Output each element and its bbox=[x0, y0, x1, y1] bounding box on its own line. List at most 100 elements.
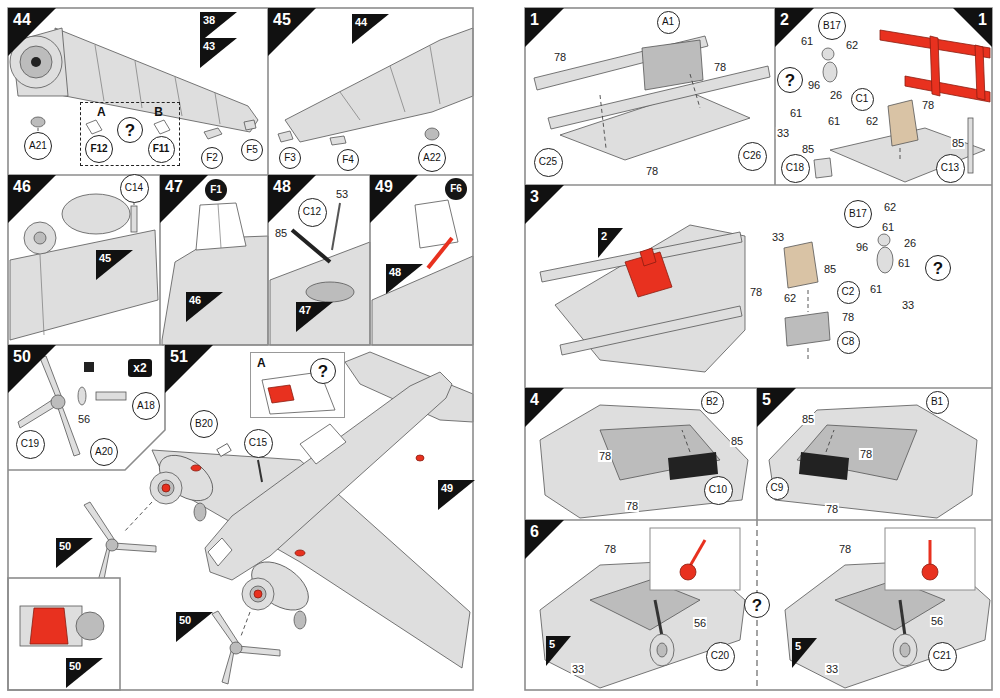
callout-number-text: 26 bbox=[829, 89, 843, 101]
step-triangle bbox=[8, 345, 56, 393]
aircraft-illustration bbox=[208, 538, 232, 566]
step-reference: 45 bbox=[96, 250, 133, 280]
step-reference: 50 bbox=[66, 658, 103, 688]
part-number: C20 bbox=[706, 642, 735, 671]
reference-flag bbox=[296, 302, 333, 332]
callout-number-text: 78 bbox=[838, 543, 852, 555]
aircraft-illustration bbox=[217, 444, 231, 457]
part-number-text: F2 bbox=[206, 153, 218, 163]
part-number-text: B17 bbox=[849, 209, 867, 219]
aircraft-illustration bbox=[150, 472, 182, 504]
step-number-text: 3 bbox=[530, 189, 539, 205]
part-number-text: F12 bbox=[90, 144, 107, 154]
gear-illustration bbox=[885, 528, 975, 590]
callout-number-text: 78 bbox=[825, 503, 839, 515]
part-number: A1 bbox=[657, 11, 680, 34]
callout-number: 33 bbox=[771, 227, 785, 245]
propeller-illustration bbox=[78, 387, 86, 405]
option-marker-text: ? bbox=[785, 72, 795, 89]
propeller-illustration bbox=[96, 392, 126, 400]
part-number-text: A18 bbox=[137, 401, 155, 411]
gear-illustration bbox=[650, 634, 674, 666]
step-triangle bbox=[757, 388, 796, 427]
aircraft-illustration bbox=[8, 352, 473, 690]
callout-number-text: 78 bbox=[749, 286, 763, 298]
reference-flag bbox=[200, 38, 237, 68]
step-reference-text: 43 bbox=[203, 41, 215, 52]
gear-illustration bbox=[929, 540, 932, 566]
part-number: A18 bbox=[132, 392, 160, 420]
step-number: 51 bbox=[165, 345, 213, 393]
callout-number: 61 bbox=[897, 253, 911, 271]
callout-number: 62 bbox=[783, 288, 797, 306]
aircraft-illustration bbox=[295, 550, 305, 556]
option-marker: ? bbox=[310, 358, 336, 384]
cockpit-illustration bbox=[878, 234, 890, 246]
callout-number: 26 bbox=[829, 85, 843, 103]
panel-frame bbox=[8, 8, 473, 690]
part-number: F11 bbox=[148, 136, 175, 163]
part-number-text: B20 bbox=[195, 419, 213, 429]
aircraft-illustration bbox=[258, 460, 262, 482]
nacelle-illustration bbox=[131, 206, 137, 232]
reference-flag bbox=[792, 638, 817, 668]
cockpit-illustration bbox=[540, 225, 893, 372]
gear-illustration bbox=[922, 564, 938, 580]
panel-frame bbox=[8, 344, 473, 346]
option-marker-text: ? bbox=[125, 122, 135, 139]
part-number-text: C14 bbox=[125, 183, 143, 193]
callout-number: 96 bbox=[855, 237, 869, 255]
part-number: C13 bbox=[936, 154, 965, 183]
step-number-text: 2 bbox=[780, 12, 789, 28]
callout-number-text: 78 bbox=[841, 311, 855, 323]
sheet-reference: F1 bbox=[205, 179, 227, 201]
part-number-text: F5 bbox=[246, 145, 258, 155]
sheet-reference-text: F6 bbox=[450, 184, 462, 194]
callout-number-text: 85 bbox=[801, 413, 815, 425]
step-number: 46 bbox=[8, 175, 56, 223]
reference-flag bbox=[438, 480, 475, 510]
callout-number-text: 78 bbox=[553, 51, 567, 63]
callout-number-text: 33 bbox=[571, 663, 585, 675]
callout-number-text: 78 bbox=[603, 543, 617, 555]
wing-illustration bbox=[285, 28, 473, 142]
option-marker: ? bbox=[925, 255, 951, 281]
step-reference-text: 38 bbox=[203, 15, 215, 26]
callout-number-text: 78 bbox=[625, 500, 639, 512]
wing-illustration bbox=[95, 45, 104, 101]
step-number-text: 1 bbox=[530, 12, 539, 28]
callout-number-text: 85 bbox=[730, 435, 744, 447]
aircraft-illustration bbox=[106, 539, 118, 551]
callout-number: 85 bbox=[951, 133, 965, 151]
cockpit-illustration bbox=[822, 48, 834, 60]
step-reference-text: 5 bbox=[549, 639, 555, 650]
cockpit-illustration bbox=[784, 242, 818, 288]
callout-number-text: 96 bbox=[855, 241, 869, 253]
step-reference: 48 bbox=[386, 264, 423, 294]
aircraft-illustration bbox=[242, 578, 274, 610]
callout-number: 78 bbox=[625, 496, 639, 514]
callout-number: 96 bbox=[807, 75, 821, 93]
part-number-text: F3 bbox=[284, 153, 296, 163]
step-triangle bbox=[8, 175, 56, 223]
cockpit-illustration bbox=[560, 306, 742, 355]
part-number-text: A22 bbox=[423, 153, 441, 163]
callout-number: 78 bbox=[838, 539, 852, 557]
callout-number: 78 bbox=[598, 446, 612, 464]
nacelle-illustration bbox=[10, 194, 158, 340]
callout-number-text: 85 bbox=[274, 227, 288, 239]
wing-illustration bbox=[10, 28, 258, 139]
part-number: F4 bbox=[337, 149, 359, 171]
aircraft-illustration bbox=[191, 465, 201, 471]
step-triangle bbox=[165, 345, 213, 393]
fuselage-half-illustration bbox=[668, 452, 718, 480]
cockpit-illustration bbox=[968, 118, 973, 173]
callout-number: 62 bbox=[883, 197, 897, 215]
wing-illustration bbox=[204, 128, 222, 139]
reference-triangle bbox=[953, 8, 992, 47]
callout-number-text: 56 bbox=[930, 615, 944, 627]
wing-illustration bbox=[135, 61, 142, 108]
cockpit-illustration bbox=[785, 312, 830, 346]
callout-number: 78 bbox=[921, 95, 935, 113]
cockpit-illustration bbox=[814, 30, 990, 182]
